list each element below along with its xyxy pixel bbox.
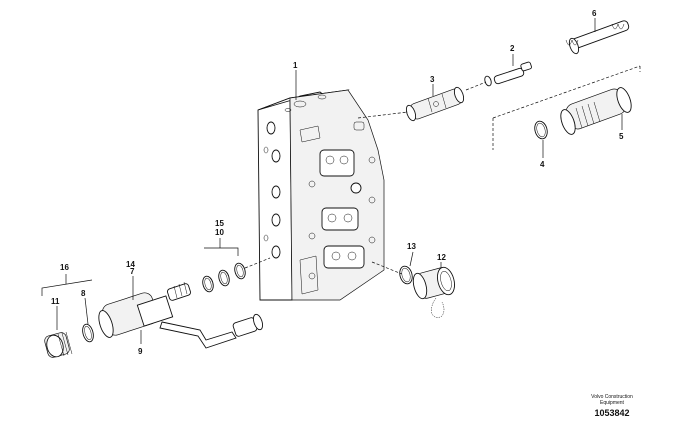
shaft-part-6 — [565, 20, 630, 55]
callout-3: 3 — [430, 75, 435, 84]
callout-1: 1 — [293, 61, 298, 70]
o-rings-part-10-15 — [202, 262, 246, 293]
callout-2: 2 — [510, 44, 515, 53]
callout-7: 7 — [130, 267, 135, 276]
callout-16: 16 — [60, 263, 69, 272]
callout-11: 11 — [51, 297, 60, 306]
callout-13: 13 — [407, 242, 416, 251]
group-bracket-4-5 — [492, 65, 641, 150]
callout-6: 6 — [592, 9, 597, 18]
solenoid-valve-part-7 — [98, 281, 263, 349]
o-ring-part-13 — [399, 265, 413, 285]
callout-14: 14 — [126, 260, 135, 269]
o-ring-part-8 — [82, 323, 94, 343]
cap-nut-part-11 — [44, 331, 73, 358]
callout-12: 12 — [437, 253, 446, 262]
callout-8: 8 — [81, 289, 86, 298]
leader-lines — [41, 18, 623, 344]
callout-4: 4 — [540, 160, 545, 169]
callout-5: 5 — [619, 132, 624, 141]
valve-body-part-1 — [257, 89, 385, 301]
callout-15: 15 — [215, 219, 224, 228]
pin-part-2 — [484, 61, 532, 87]
spool-part-3 — [405, 86, 465, 122]
callout-labels: 1 2 3 4 5 6 7 8 9 10 11 12 13 14 15 16 — [51, 9, 624, 356]
footer-block: Volvo Construction Equipment 1053842 — [591, 394, 633, 418]
o-ring-part-4 — [534, 120, 548, 140]
manufacturer-name: Volvo Construction — [591, 394, 633, 400]
callout-9: 9 — [138, 347, 143, 356]
quick-coupling-part-12 — [412, 266, 455, 318]
plug-part-5 — [560, 87, 632, 135]
manufacturer-subline: Equipment — [600, 400, 625, 406]
callout-10: 10 — [215, 228, 224, 237]
document-number: 1053842 — [594, 408, 629, 418]
